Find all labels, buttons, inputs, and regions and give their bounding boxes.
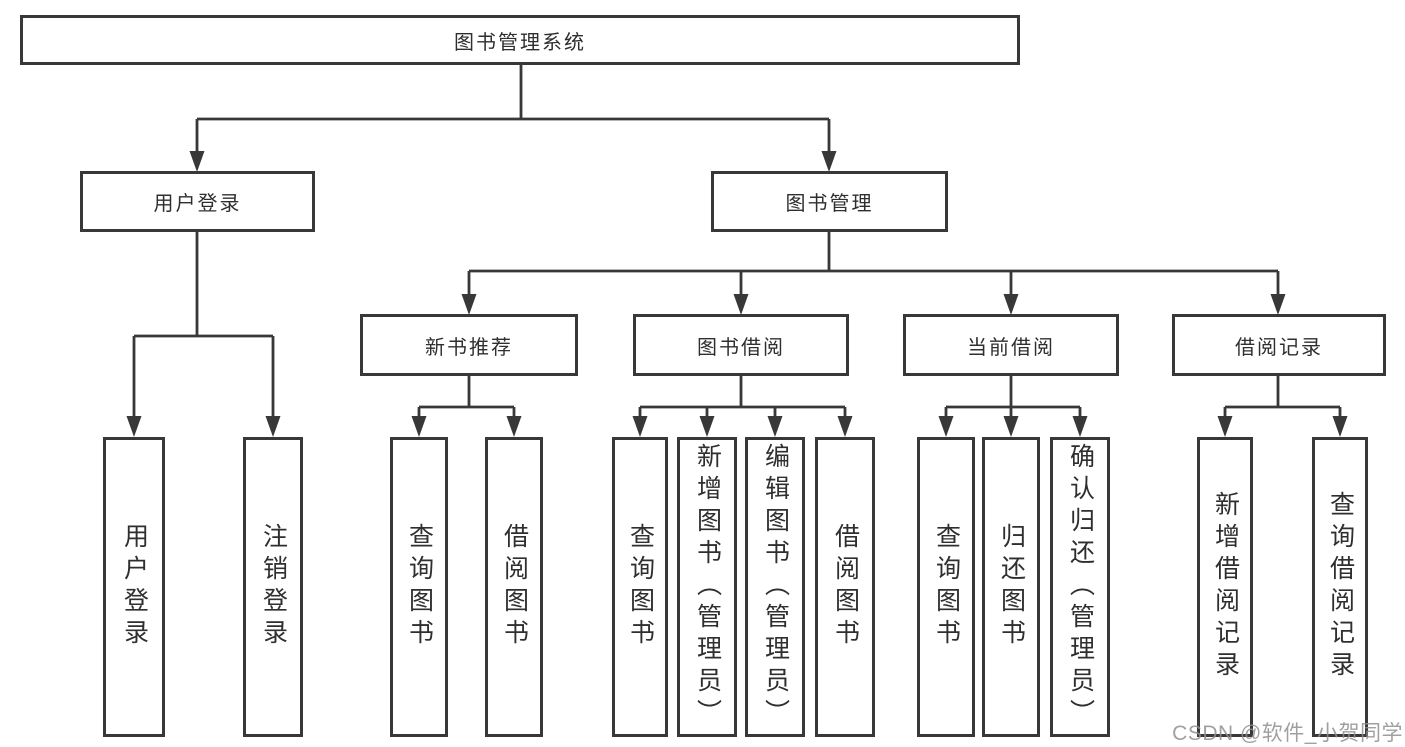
leaf-borrow-books-recommend: 借阅图书 [485,437,543,737]
leaf-label: 借阅图书 [831,523,860,651]
node-label: 图书管理系统 [454,31,586,54]
node-label: 借阅记录 [1235,336,1323,359]
leaf-label: 查询借阅记录 [1326,491,1355,683]
node-label: 图书管理 [785,193,874,215]
connector-book-borrowing-to-leaves [632,376,853,437]
arrowhead-icon [461,294,477,315]
node-label: 新书推荐 [425,336,513,359]
leaf-label: 查询图书 [932,523,961,651]
leaf-query-books-current: 查询图书 [917,437,975,737]
node-borrowing-records: 借阅记录 [1172,314,1386,376]
leaf-logout: 注销登录 [243,437,303,737]
leaf-label: 查询图书 [626,523,655,651]
leaf-return-books: 归还图书 [982,437,1040,737]
arrowhead-icon [506,416,522,437]
arrowhead-icon [767,416,783,437]
connector-new-book-recommend-to-leaves [411,376,522,437]
leaf-add-borrow-record: 新增借阅记录 [1197,437,1253,737]
arrowhead-icon [189,151,205,172]
arrowhead-icon [411,416,427,437]
arrowhead-icon [938,416,954,437]
arrowhead-icon [126,416,142,437]
arrowhead-icon [733,294,749,315]
arrowhead-icon [265,416,281,437]
node-label: 图书借阅 [697,336,785,359]
connector-book-management-to-level3 [461,232,1286,315]
arrowhead-icon [1072,416,1088,437]
arrowhead-icon [1003,416,1019,437]
node-user-login: 用户登录 [80,171,315,232]
leaf-label: 新增借阅记录 [1211,491,1240,683]
connector-user-login-to-leaves [126,232,281,437]
leaf-label: 注销登录 [259,523,288,651]
leaf-query-borrow-record: 查询借阅记录 [1312,437,1368,737]
leaf-borrow-books-borrowing: 借阅图书 [815,437,875,737]
arrowhead-icon [1270,294,1286,315]
arrowhead-icon [1217,416,1233,437]
arrowhead-icon [1332,416,1348,437]
node-label: 用户登录 [153,193,242,215]
arrowhead-icon [837,416,853,437]
leaf-user-login: 用户登录 [103,437,165,737]
node-new-book-recommend: 新书推荐 [360,314,578,376]
leaf-query-books-recommend: 查询图书 [390,437,448,737]
watermark-text: CSDN @软件_小贺同学 [1172,722,1403,745]
node-book-management: 图书管理 [711,171,948,232]
node-book-borrowing: 图书借阅 [633,314,849,376]
node-label: 当前借阅 [967,336,1055,359]
arrowhead-icon [1003,294,1019,315]
connector-current-borrowing-to-leaves [938,376,1088,437]
leaf-edit-books-admin: 编辑图书（管理员） [745,437,805,737]
connector-borrowing-records-to-leaves [1217,376,1348,437]
leaf-label: 编辑图书（管理员） [761,443,790,731]
leaf-label: 查询图书 [405,523,434,651]
leaf-add-books-admin: 新增图书（管理员） [677,437,737,737]
arrowhead-icon [699,416,715,437]
arrowhead-icon [632,416,648,437]
leaf-label: 新增图书（管理员） [693,443,722,731]
connector-root-to-level2 [189,65,837,172]
leaf-label: 归还图书 [997,523,1026,651]
leaf-label: 用户登录 [120,523,149,651]
leaf-label: 借阅图书 [500,523,529,651]
leaf-label: 确认归还（管理员） [1066,443,1095,731]
node-current-borrowing: 当前借阅 [903,314,1119,376]
arrowhead-icon [821,151,837,172]
leaf-confirm-return-admin: 确认归还（管理员） [1050,437,1110,737]
leaf-query-books-borrowing: 查询图书 [612,437,668,737]
node-library-management-system: 图书管理系统 [20,15,1020,65]
